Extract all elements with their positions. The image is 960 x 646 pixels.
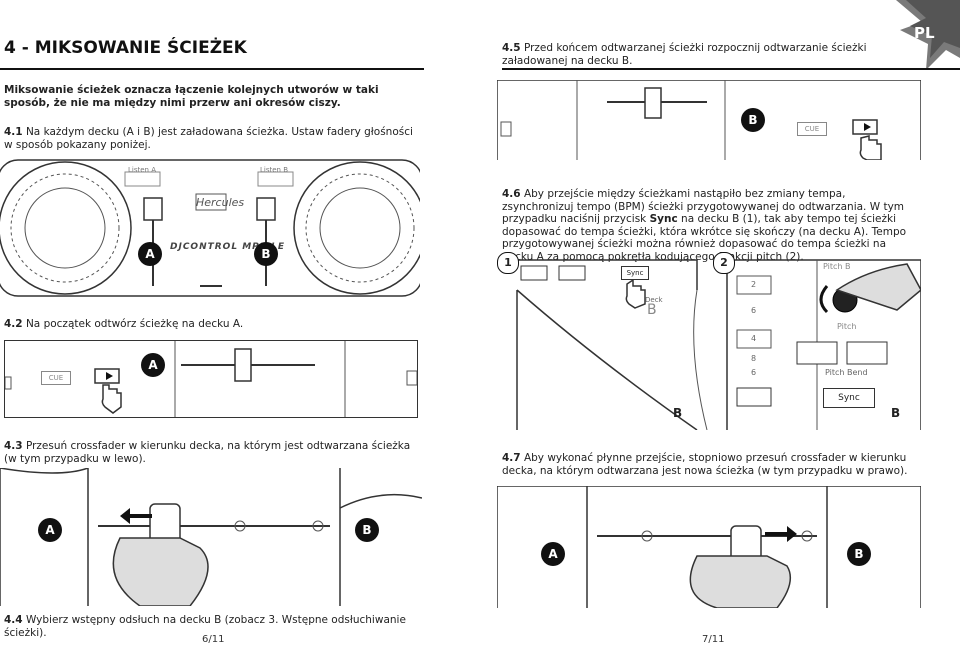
- step-number: 4.1: [4, 126, 23, 138]
- step-4-5: 4.5 Przed końcem odtwarzanej ścieżki roz…: [502, 42, 882, 67]
- deck-letter: B: [647, 302, 657, 318]
- deck-a-letter: A: [45, 523, 55, 537]
- listen-a-label: Listen A: [128, 166, 156, 174]
- sync-button-small[interactable]: Sync: [621, 266, 649, 280]
- callout-1: 1: [497, 252, 519, 274]
- sync-pitch-drawing: [516, 259, 922, 431]
- cue-button[interactable]: CUE: [797, 122, 827, 136]
- title-rule-right: [502, 68, 960, 70]
- cue-label: CUE: [804, 125, 820, 133]
- crossfader-right-drawing: [497, 486, 921, 608]
- step-4-6: 4.6 Aby przejście między ścieżkami nastą…: [502, 188, 912, 263]
- value-8: 8: [751, 354, 757, 363]
- step-number: 4.4: [4, 614, 23, 626]
- page-title: 4 - MIKSOWANIE ŚCIEŻEK: [4, 38, 247, 58]
- figure-crossfader-left: A B: [0, 468, 422, 606]
- language-badge: PL: [886, 0, 960, 74]
- step-text: Na każdym decku (A i B) jest załadowana …: [4, 126, 413, 151]
- deck-b-badge: B: [741, 108, 765, 132]
- title-rule-left: [0, 68, 424, 70]
- cue-button[interactable]: CUE: [41, 371, 71, 385]
- step-text: Na początek odtwórz ścieżkę na decku A.: [22, 318, 244, 330]
- deck-a-badge: A: [141, 353, 165, 377]
- deck-a-badge: A: [541, 542, 565, 566]
- value-6-top: 6: [751, 306, 757, 315]
- figure-controller-overview: Listen A Listen B Hercules DJCONTROL MP3…: [0, 158, 420, 298]
- figure-play-deck-b: CUE B: [497, 80, 921, 160]
- step-number: 4.3: [4, 440, 23, 452]
- sync-label: Sync: [838, 393, 860, 403]
- star-badge-icon: [896, 0, 960, 70]
- step-4-2: 4.2 Na początek odtwórz ścieżkę na decku…: [4, 318, 422, 331]
- page-number-right: 7/11: [702, 634, 725, 645]
- callout-2: 2: [713, 252, 735, 274]
- page-number-left: 6/11: [202, 634, 225, 645]
- pitch-bend-label: Pitch Bend: [825, 368, 868, 377]
- step-text: Przed końcem odtwarzanej ścieżki rozpocz…: [502, 42, 867, 67]
- sync-keyword: Sync: [649, 213, 678, 225]
- figure-crossfader-right: A B: [497, 486, 921, 608]
- deck-b-letter: B: [362, 523, 372, 537]
- deck-a-letter: A: [548, 547, 558, 561]
- deck-b-badge: B: [355, 518, 379, 542]
- step-4-4: 4.4 Wybierz wstępny odsłuch na decku B (…: [4, 614, 422, 639]
- callout-1-number: 1: [504, 256, 512, 269]
- value-6-bottom: 6: [751, 368, 757, 377]
- step-number: 4.2: [4, 318, 23, 330]
- deck-a-play-drawing: [5, 341, 417, 417]
- deck-b-badge: B: [847, 542, 871, 566]
- crossfader-left-drawing: [0, 468, 422, 606]
- deck-label: Deck: [645, 296, 663, 304]
- step-text: Przesuń crossfader w kierunku decka, na …: [4, 440, 411, 465]
- deck-b-letter: B: [748, 113, 758, 127]
- pitch-label: Pitch: [837, 322, 857, 331]
- deck-b-letter: B: [261, 247, 271, 261]
- cue-label: CUE: [48, 374, 64, 382]
- deck-b-badge: B: [254, 242, 278, 266]
- step-number: 4.6: [502, 188, 521, 200]
- callout-2-number: 2: [720, 256, 728, 269]
- step-4-7: 4.7 Aby wykonać płynne przejście, stopni…: [502, 452, 912, 477]
- step-number: 4.5: [502, 42, 521, 54]
- language-code: PL: [914, 24, 935, 42]
- intro-text: Miksowanie ścieżek oznacza łączenie kole…: [4, 84, 379, 109]
- figure-play-deck-a: CUE A: [4, 340, 418, 418]
- value-4: 4: [751, 334, 757, 343]
- value-2: 2: [751, 280, 757, 289]
- step-text: Wybierz wstępny odsłuch na decku B (zoba…: [4, 614, 406, 639]
- deck-a-badge: A: [138, 242, 162, 266]
- step-4-1: 4.1 Na każdym decku (A i B) jest załadow…: [4, 126, 422, 151]
- deck-b-letter: B: [854, 547, 864, 561]
- model-logo: DJCONTROL MP3 LE: [170, 242, 286, 252]
- deck-a-badge: A: [38, 518, 62, 542]
- step-text: Aby wykonać płynne przejście, stopniowo …: [502, 452, 908, 477]
- pitch-b-label: Pitch B: [823, 262, 851, 271]
- deck-b-marker-2: B: [891, 406, 901, 420]
- sync-label: Sync: [626, 269, 644, 277]
- sync-button-large[interactable]: Sync: [823, 388, 875, 408]
- controller-drawing: [0, 159, 420, 297]
- deck-b-play-drawing: [497, 80, 921, 160]
- step-text-a: Aby przejście między ścieżkami nastąpiło…: [502, 188, 905, 225]
- deck-a-letter: A: [145, 247, 155, 261]
- deck-a-letter: A: [148, 358, 158, 372]
- step-number: 4.7: [502, 452, 521, 464]
- figure-sync-pitch: 1 2 Sync Deck B Pitch B Pitch 2 6 4 8 6 …: [497, 250, 922, 431]
- deck-b-marker-1: B: [673, 406, 683, 420]
- listen-b-label: Listen B: [260, 166, 289, 174]
- step-4-3: 4.3 Przesuń crossfader w kierunku decka,…: [4, 440, 422, 465]
- brand-logo: Hercules: [196, 196, 245, 209]
